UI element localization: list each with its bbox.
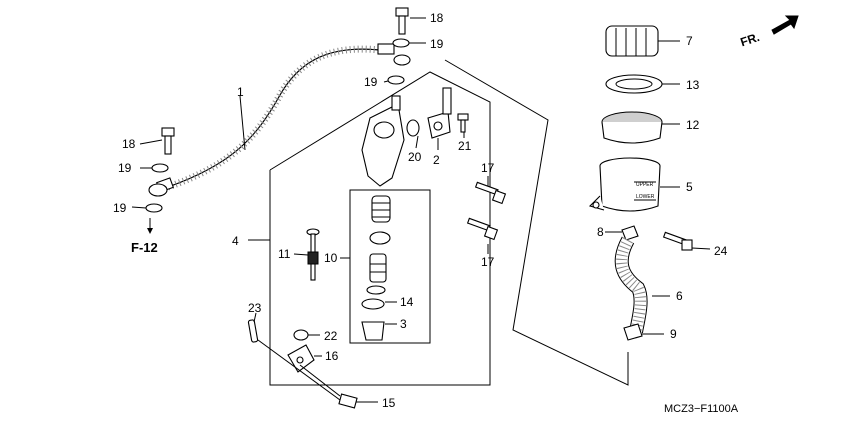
nut-22 — [293, 329, 309, 341]
reservoir-tank: UPPER LOWER — [588, 157, 661, 212]
callout-7: 7 — [686, 34, 693, 48]
bolt-17-upper — [474, 181, 507, 205]
callout-12: 12 — [686, 118, 700, 132]
piston-spring — [371, 195, 391, 223]
callout-19-left: 19 — [118, 161, 132, 175]
callout-14: 14 — [400, 295, 414, 309]
washer-14 — [366, 285, 386, 295]
clevis-16 — [287, 344, 315, 373]
callout-4: 4 — [232, 234, 239, 248]
banjo-bolt-left — [161, 127, 175, 155]
callout-15: 15 — [382, 396, 396, 410]
reservoir-upper-mark: UPPER — [636, 182, 654, 188]
bolt-24 — [662, 231, 693, 251]
reservoir-lower-mark: LOWER — [636, 194, 655, 200]
callout-18-top: 18 — [430, 11, 444, 25]
callout-19-bottom: 19 — [113, 201, 127, 215]
clip-15 — [338, 393, 358, 409]
callout-17-lower: 17 — [481, 255, 495, 269]
banjo-bolt-top — [395, 7, 409, 35]
spring-kit-box — [349, 189, 431, 344]
clamp-9 — [623, 323, 643, 341]
circlip-14 — [361, 298, 385, 310]
washer-left — [151, 163, 169, 173]
o-ring — [406, 119, 420, 137]
reference-label: F-12 — [131, 240, 158, 255]
callout-21: 21 — [458, 139, 472, 153]
callout-24: 24 — [714, 244, 728, 258]
callout-1: 1 — [237, 85, 244, 99]
reservoir-plate — [605, 74, 663, 94]
callout-23: 23 — [248, 301, 262, 315]
leader-lines — [131, 17, 711, 403]
master-cylinder-body — [361, 95, 405, 187]
callout-17-upper: 17 — [481, 161, 495, 175]
callout-8: 8 — [597, 225, 604, 239]
callout-22: 22 — [324, 329, 338, 343]
callout-6: 6 — [676, 289, 683, 303]
callout-13: 13 — [686, 78, 700, 92]
callout-3: 3 — [400, 317, 407, 331]
callout-2: 2 — [433, 153, 440, 167]
clamp-8 — [621, 225, 639, 241]
pin-23 — [247, 319, 259, 343]
reservoir-cap — [605, 25, 659, 57]
callout-18-left: 18 — [122, 137, 136, 151]
callout-19-mid: 19 — [364, 75, 378, 89]
front-direction-arrow: FR. — [739, 15, 799, 49]
push-rod — [306, 228, 320, 281]
bolt-17-lower — [466, 217, 499, 241]
callout-5: 5 — [686, 180, 693, 194]
washer-bottom — [145, 203, 163, 213]
callouts: 1 2 3 4 5 6 7 8 9 10 11 12 13 14 15 16 1… — [113, 11, 728, 410]
piston — [369, 253, 387, 283]
inlet-joint — [427, 87, 452, 139]
reservoir-diaphragm — [601, 111, 663, 144]
cup-upper — [369, 231, 391, 245]
callout-20: 20 — [408, 150, 422, 164]
reservoir-group-outline — [444, 59, 629, 386]
washer-mid — [387, 75, 405, 85]
callout-11: 11 — [278, 247, 291, 261]
boot-3 — [361, 321, 385, 341]
callout-10: 10 — [324, 251, 338, 265]
brake-hose — [148, 43, 411, 197]
callout-16: 16 — [325, 349, 339, 363]
reference-arrow — [147, 218, 153, 234]
screw-21 — [457, 113, 469, 133]
washer-top — [392, 38, 410, 48]
callout-9: 9 — [670, 327, 677, 341]
reservoir-hose — [614, 236, 648, 334]
diagram-code: MCZ3−F1100A — [664, 403, 739, 415]
callout-19-top: 19 — [430, 37, 444, 51]
front-direction-label: FR. — [739, 30, 762, 49]
